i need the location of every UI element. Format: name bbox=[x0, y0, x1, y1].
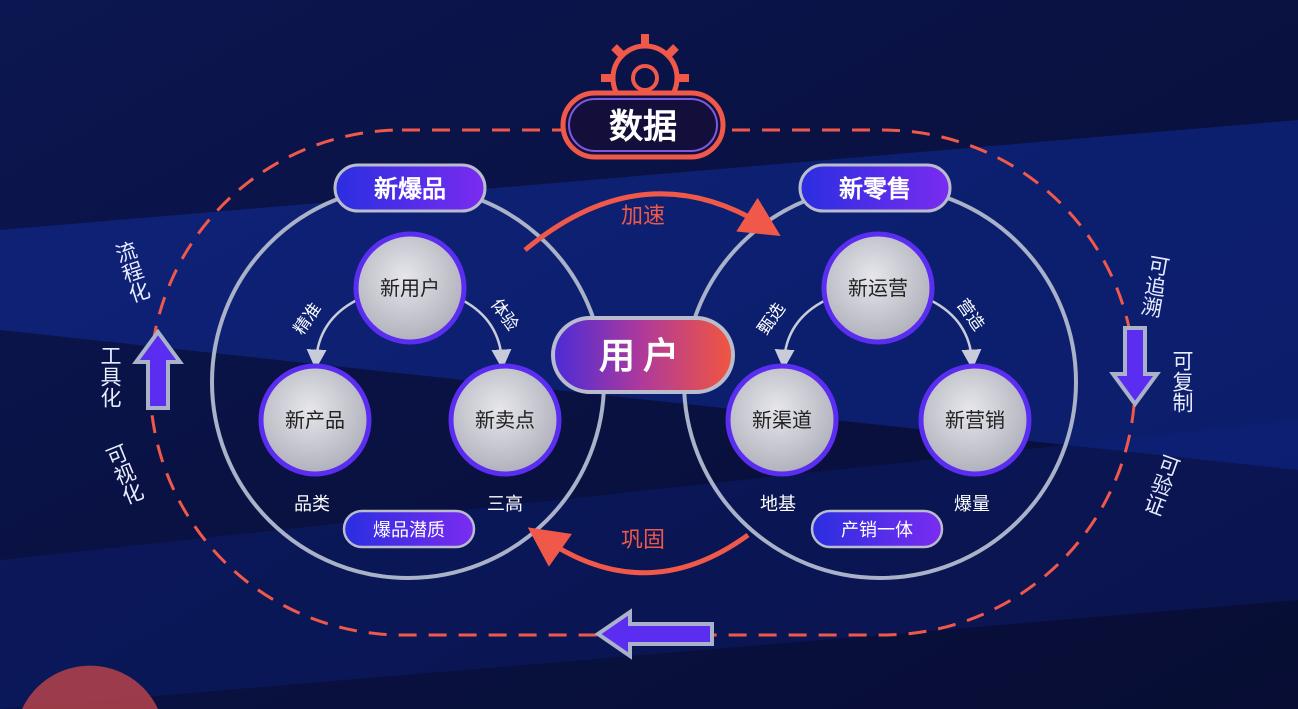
left-badge: 爆品潜质 bbox=[342, 509, 476, 549]
node-right-top: 新运营 bbox=[821, 231, 935, 345]
data-title: 数据 bbox=[609, 107, 677, 147]
consolidate-arrow bbox=[527, 527, 750, 576]
caption: 三高 bbox=[487, 494, 523, 515]
node-label: 新渠道 bbox=[752, 408, 812, 432]
svg-text:新零售: 新零售 bbox=[839, 175, 911, 203]
left-arrow-icon bbox=[594, 608, 714, 660]
badge-label: 产销一体 bbox=[841, 520, 913, 541]
light-beam bbox=[0, 420, 1298, 709]
gear-icon bbox=[601, 34, 689, 113]
user-core-pill: 用户 bbox=[551, 316, 735, 394]
side-label-right: 可复制 bbox=[1170, 350, 1194, 413]
decor-circle bbox=[22, 665, 158, 709]
data-pill: 数据 bbox=[560, 90, 726, 160]
consolidate-label: 巩固 bbox=[621, 528, 665, 553]
node-label: 新营销 bbox=[945, 408, 1005, 432]
node-left-br: 新卖点 bbox=[448, 363, 562, 477]
left-header-pill: 新爆品 bbox=[333, 163, 487, 213]
node-left-bl: 新产品 bbox=[258, 363, 372, 477]
side-label-left: 工具化 bbox=[98, 345, 122, 408]
right-arrow-b bbox=[929, 298, 982, 370]
node-left-top: 新用户 bbox=[353, 231, 467, 345]
left-arrow-a bbox=[306, 298, 358, 370]
node-right-bl: 新渠道 bbox=[725, 363, 839, 477]
up-arrow-icon bbox=[132, 328, 184, 410]
node-label: 新卖点 bbox=[475, 408, 535, 432]
user-core-label: 用户 bbox=[599, 336, 687, 377]
accelerate-arrow bbox=[523, 191, 781, 252]
node-label: 新用户 bbox=[380, 276, 440, 300]
left-arrow-b bbox=[461, 298, 512, 370]
badge-label: 爆品潜质 bbox=[373, 520, 445, 541]
right-arrow-a bbox=[774, 298, 827, 370]
node-right-br: 新营销 bbox=[918, 363, 1032, 477]
svg-text:新爆品: 新爆品 bbox=[374, 175, 446, 203]
accelerate-label: 加速 bbox=[621, 204, 665, 229]
node-label: 新产品 bbox=[285, 408, 345, 432]
right-badge: 产销一体 bbox=[810, 509, 944, 549]
caption: 品类 bbox=[294, 494, 330, 515]
caption: 爆量 bbox=[954, 494, 990, 515]
node-label: 新运营 bbox=[848, 276, 908, 300]
right-header-pill: 新零售 bbox=[798, 163, 952, 213]
down-arrow-icon bbox=[1109, 326, 1161, 408]
caption: 地基 bbox=[760, 494, 796, 515]
